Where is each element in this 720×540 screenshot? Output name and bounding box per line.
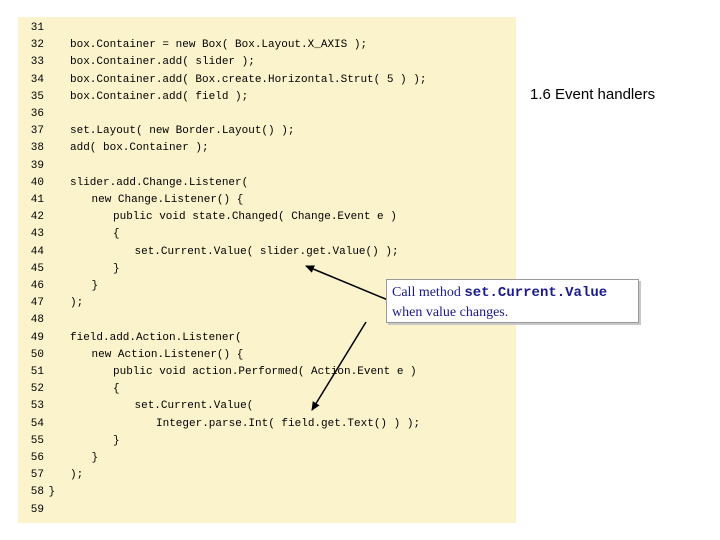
line-number: 52	[30, 383, 44, 396]
line-number: 32	[30, 39, 44, 52]
code-line: 49 field.add.Action.Listener(	[18, 330, 516, 347]
code-text: slider.add.Change.Listener(	[70, 176, 249, 189]
code-text: box.Container.add( Box.create.Horizontal…	[70, 73, 427, 86]
line-number: 34	[30, 73, 44, 86]
code-line: 46}	[18, 278, 516, 295]
code-line: 40 slider.add.Change.Listener(	[18, 175, 516, 192]
line-number: 57	[30, 469, 44, 482]
code-text: box.Container = new Box( Box.Layout.X_AX…	[70, 39, 368, 52]
line-number: 53	[30, 400, 44, 413]
code-line: 55}	[18, 433, 516, 450]
code-line: 32 box.Container = new Box( Box.Layout.X_…	[18, 37, 516, 54]
line-number: 33	[30, 56, 44, 69]
code-line: 37 set.Layout( new Border.Layout() );	[18, 123, 516, 140]
code-line: 44 set.Current.Value( slider.get.Value() …	[18, 244, 516, 261]
line-number: 51	[30, 366, 44, 378]
line-number: 40	[30, 176, 44, 189]
code-text: }	[113, 434, 120, 447]
line-number: 37	[30, 125, 44, 138]
slide-title: 1.6 Event handlers	[530, 86, 656, 103]
code-line: 42 public void state.Changed( Change.Even…	[18, 209, 516, 226]
code-text: Integer.parse.Int( field.get.Text() ) );	[156, 417, 421, 430]
line-number: 41	[30, 194, 44, 206]
code-line: 43 {	[18, 226, 516, 243]
code-line: 56}	[18, 450, 516, 467]
line-number: 46	[30, 280, 44, 292]
line-number: 48	[30, 314, 44, 327]
code-line: 52 {	[18, 381, 516, 398]
line-number: 55	[30, 434, 44, 447]
code-text: add( box.Container );	[70, 142, 209, 155]
line-number: 43	[30, 228, 44, 241]
callout-box: Call method set.Current.Value when value…	[386, 279, 639, 323]
callout-prefix: Call method	[392, 285, 465, 300]
code-line: 41 new Change.Listener() {	[18, 192, 516, 209]
code-text: }	[113, 262, 120, 275]
line-number: 42	[30, 211, 44, 224]
code-text: {	[113, 228, 120, 241]
line-number: 54	[30, 417, 44, 430]
callout-method-name: set.Current.Value	[464, 285, 608, 301]
code-line: 31	[18, 20, 516, 37]
code-text: box.Container.add( slider );	[70, 56, 255, 69]
code-text: new Change.Listener() {	[91, 194, 244, 206]
code-line: 35 box.Container.add( field );	[18, 89, 516, 106]
code-text: box.Container.add( field );	[70, 90, 249, 103]
line-number: 56	[30, 452, 44, 464]
code-text: }	[91, 452, 99, 464]
code-line: 39	[18, 158, 516, 175]
line-number: 58	[30, 486, 44, 499]
code-line: 59	[18, 502, 516, 519]
code-line: 33 box.Container.add( slider );	[18, 54, 516, 71]
line-number: 39	[30, 159, 44, 172]
code-line: 45}	[18, 261, 516, 278]
code-text: set.Current.Value(	[134, 400, 254, 413]
code-text: }	[48, 486, 56, 499]
code-line: 51 public void action.Performed( Action.E…	[18, 364, 516, 381]
line-number: 49	[30, 331, 44, 344]
line-number: 35	[30, 90, 44, 103]
line-number: 44	[30, 245, 44, 258]
code-line: 38 add( box.Container );	[18, 140, 516, 157]
callout-suffix: when value changes.	[392, 305, 509, 320]
code-line: 54 Integer.parse.Int( field.get.Text() ) …	[18, 416, 516, 433]
code-listing-panel: 31 32 box.Container = new Box( Box.Layout.…	[18, 17, 516, 523]
code-line: 58}	[18, 484, 516, 501]
code-text: new Action.Listener() {	[91, 348, 244, 361]
line-number: 50	[30, 348, 44, 361]
code-line: 36	[18, 106, 516, 123]
line-number: 31	[30, 22, 44, 34]
code-text: );	[70, 297, 84, 310]
code-text: field.add.Action.Listener(	[70, 331, 242, 344]
line-number: 47	[30, 297, 44, 310]
code-text: {	[113, 383, 120, 396]
line-number: 38	[30, 142, 44, 155]
code-text: public void action.Performed( Action.Eve…	[113, 366, 417, 378]
code-line: 53 set.Current.Value(	[18, 398, 516, 415]
code-line: 48	[18, 312, 516, 329]
code-line: 47);	[18, 295, 516, 312]
code-line: 50 new Action.Listener() {	[18, 347, 516, 364]
line-number: 59	[30, 503, 44, 516]
code-text: set.Current.Value( slider.get.Value() );	[134, 245, 399, 258]
code-line: 34 box.Container.add( Box.create.Horizont…	[18, 72, 516, 89]
code-line: 57);	[18, 467, 516, 484]
code-text: set.Layout( new Border.Layout() );	[70, 125, 295, 138]
code-text: }	[91, 280, 99, 292]
code-text: public void state.Changed( Change.Event …	[113, 211, 397, 224]
line-number: 36	[30, 108, 44, 120]
code-text: );	[70, 469, 84, 482]
line-number: 45	[30, 262, 44, 275]
